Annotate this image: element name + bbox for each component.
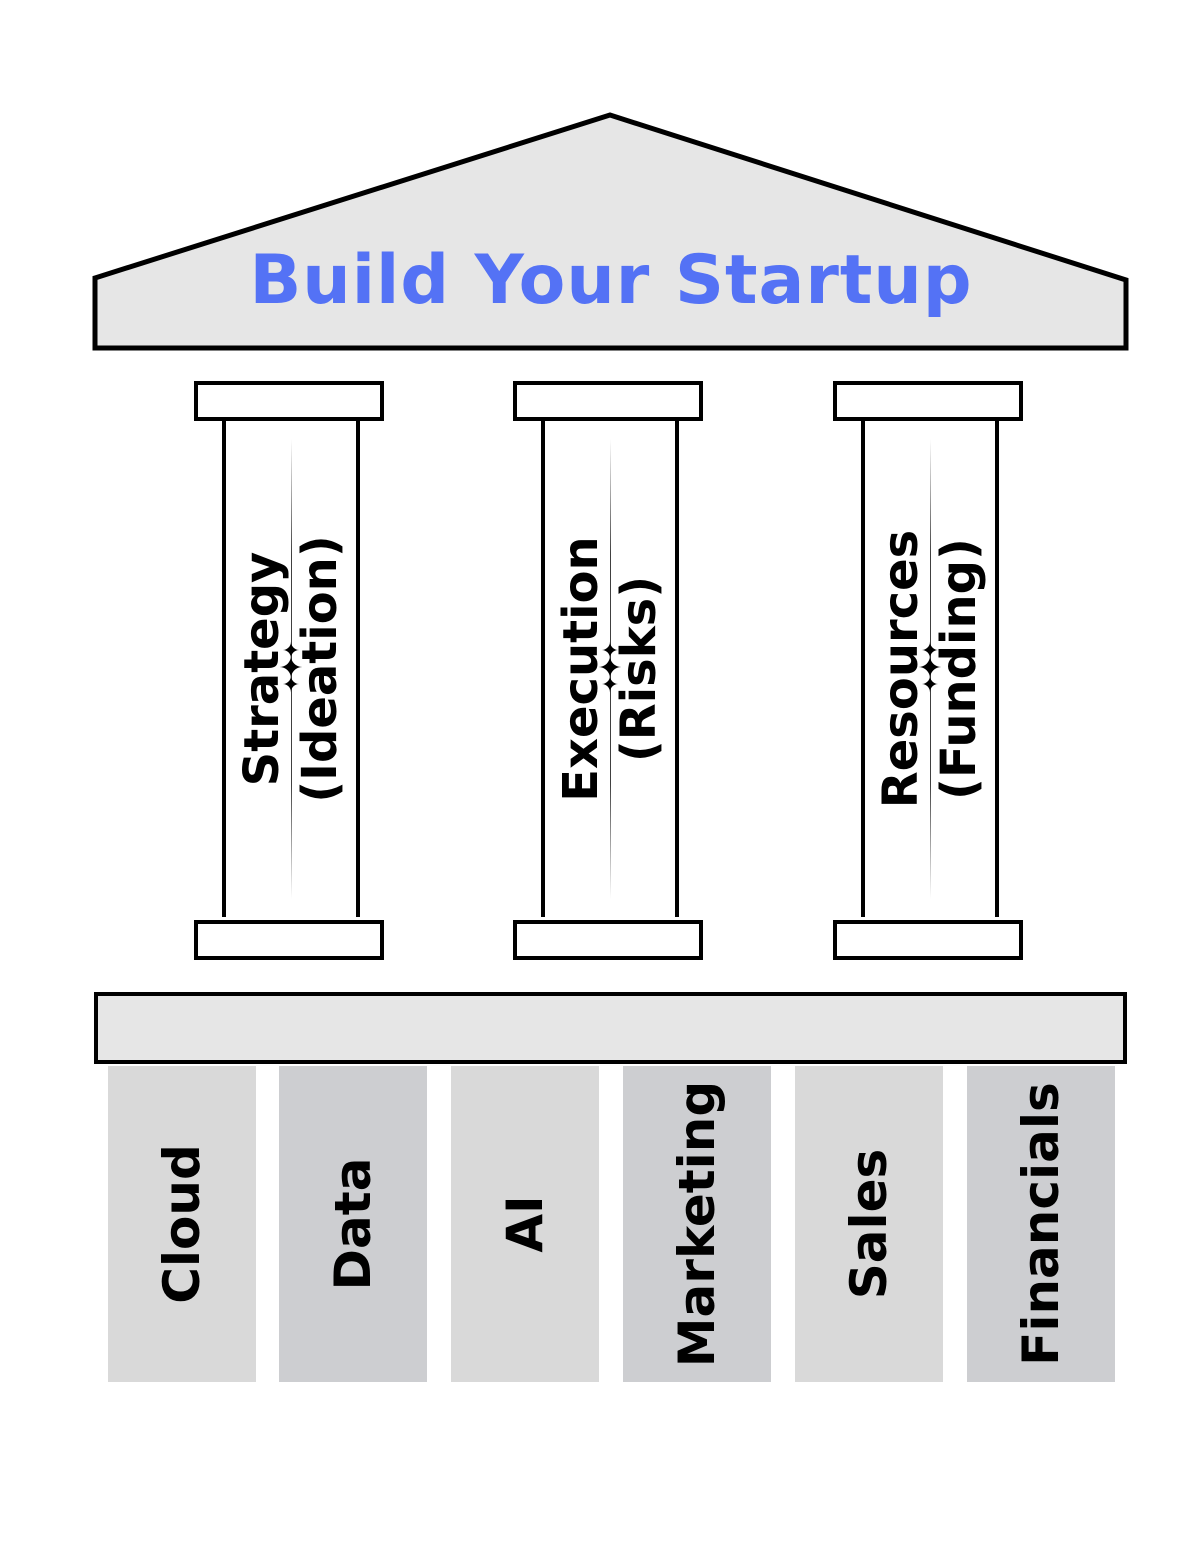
pillar-3-capital	[833, 381, 1023, 421]
block-label: Cloud	[153, 1144, 211, 1304]
pillar-groove	[610, 439, 611, 899]
sparkle-icon: ✦✦✦	[917, 639, 943, 698]
foundation-block-cloud: Cloud	[108, 1066, 256, 1382]
block-label: AI	[496, 1195, 554, 1253]
pillar-3-shaft: Resources (Funding) ✦✦✦	[861, 421, 999, 917]
pillar-1-shaft: Strategy (Ideation) ✦✦✦	[222, 421, 360, 917]
pillar-3-base	[833, 920, 1023, 960]
pillar-1-base	[194, 920, 384, 960]
pillar-1-capital	[194, 381, 384, 421]
pillar-groove	[930, 439, 931, 899]
sparkle-icon: ✦✦✦	[278, 639, 304, 698]
pillar-groove	[291, 439, 292, 899]
foundation-block-financials: Financials	[967, 1066, 1115, 1382]
foundation-block-marketing: Marketing	[623, 1066, 771, 1382]
pillar-2-base	[513, 920, 703, 960]
diagram-title: Build Your Startup	[249, 241, 973, 320]
foundation-block-data: Data	[279, 1066, 427, 1382]
foundation-block-ai: AI	[451, 1066, 599, 1382]
block-label: Sales	[840, 1148, 898, 1300]
foundation-block-sales: Sales	[795, 1066, 943, 1382]
block-label: Financials	[1012, 1082, 1070, 1366]
roof	[92, 112, 1129, 351]
foundation-slab	[94, 992, 1127, 1064]
block-label: Data	[324, 1157, 382, 1291]
roof-pediment	[92, 112, 1129, 351]
pillar-2-shaft: Execution (Risks) ✦✦✦	[541, 421, 679, 917]
sparkle-icon: ✦✦✦	[597, 639, 623, 698]
block-label: Marketing	[668, 1080, 726, 1368]
pillar-2-capital	[513, 381, 703, 421]
